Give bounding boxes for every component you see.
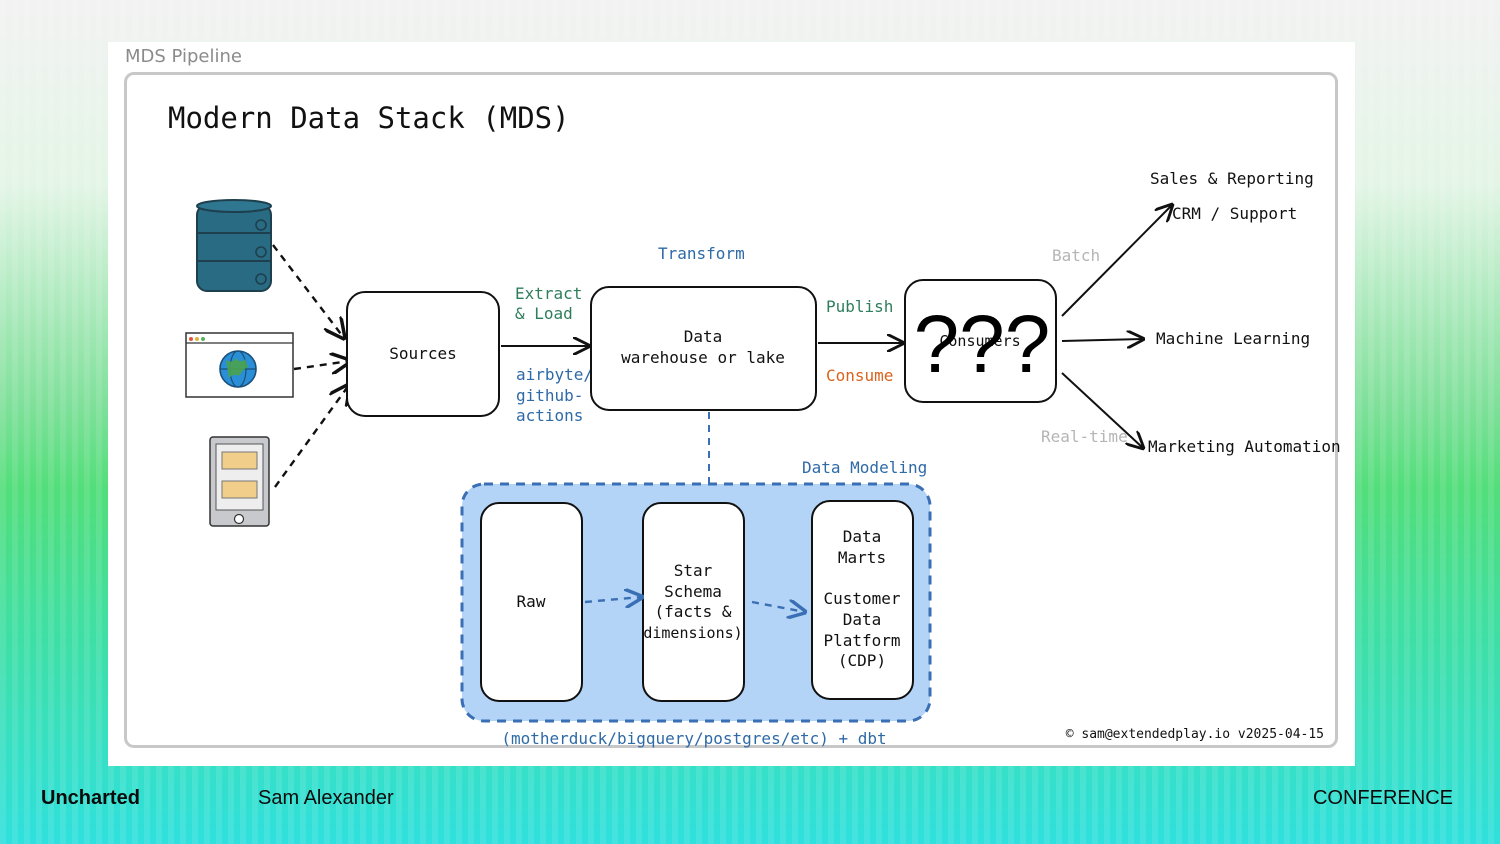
sources-label: Sources bbox=[389, 344, 456, 363]
extract-label: Extract bbox=[515, 284, 582, 303]
output-crm: CRM / Support bbox=[1172, 204, 1297, 223]
database-icon bbox=[196, 199, 272, 292]
marts-label-7: (CDP) bbox=[838, 651, 886, 670]
marts-label-1: Data bbox=[843, 527, 882, 546]
star-label-4: dimensions) bbox=[643, 624, 742, 642]
diagram-frame bbox=[124, 72, 1338, 748]
output-sales: Sales & Reporting bbox=[1150, 169, 1314, 188]
raw-node: Raw bbox=[480, 502, 583, 702]
marts-label-6: Platform bbox=[823, 631, 900, 650]
marts-label-4: Customer bbox=[823, 589, 900, 608]
output-ml: Machine Learning bbox=[1156, 329, 1310, 348]
slide-title: MDS Pipeline bbox=[125, 46, 242, 67]
marts-label-2: Marts bbox=[838, 548, 886, 567]
realtime-label: Real-time bbox=[1041, 427, 1128, 446]
sources-node: Sources bbox=[346, 291, 500, 417]
load-label: & Load bbox=[515, 304, 573, 323]
tools-label-3: actions bbox=[516, 406, 583, 425]
footer-event: CONFERENCE bbox=[1312, 787, 1453, 809]
data-marts-node: Data Marts Customer Data Platform (CDP) bbox=[811, 500, 914, 700]
marts-label-5: Data bbox=[843, 610, 882, 629]
tools-label-1: airbyte/ bbox=[516, 365, 593, 384]
transform-label: Transform bbox=[658, 244, 745, 263]
modeling-tools-label: (motherduck/bigquery/postgres/etc) + dbt bbox=[501, 729, 886, 748]
consumers-question-overlay: ??? bbox=[914, 299, 1051, 390]
footer-speaker: Sam Alexander bbox=[258, 787, 394, 809]
browser-globe-icon bbox=[185, 332, 294, 398]
consume-label: Consume bbox=[826, 366, 893, 385]
copyright-label: © sam@extendedplay.io v2025-04-15 bbox=[1066, 727, 1324, 742]
batch-label: Batch bbox=[1052, 246, 1100, 265]
star-label-2: Schema bbox=[664, 582, 722, 601]
output-arrows bbox=[1061, 205, 1172, 448]
star-label-3: (facts & bbox=[654, 602, 731, 621]
footer-brand: Uncharted bbox=[41, 787, 140, 809]
output-marketing: Marketing Automation bbox=[1148, 437, 1341, 456]
tablet-icon bbox=[209, 436, 270, 527]
data-modeling-label: Data Modeling bbox=[802, 458, 927, 477]
consumers-label: Consumers bbox=[939, 332, 1020, 350]
ingest-arrows bbox=[272, 244, 350, 488]
star-schema-node: Star Schema (facts & dimensions) bbox=[642, 502, 745, 702]
diagram-heading: Modern Data Stack (MDS) bbox=[168, 101, 570, 135]
raw-label: Raw bbox=[517, 592, 546, 611]
publish-label: Publish bbox=[826, 297, 893, 316]
star-label-1: Star bbox=[674, 561, 713, 580]
warehouse-label-1: Data bbox=[684, 327, 723, 346]
warehouse-node: Data warehouse or lake bbox=[590, 286, 817, 411]
modeling-arrows bbox=[584, 597, 805, 612]
warehouse-label-2: warehouse or lake bbox=[621, 348, 785, 367]
tools-label-2: github- bbox=[516, 386, 583, 405]
consumers-node: Consumers ??? bbox=[904, 279, 1057, 403]
